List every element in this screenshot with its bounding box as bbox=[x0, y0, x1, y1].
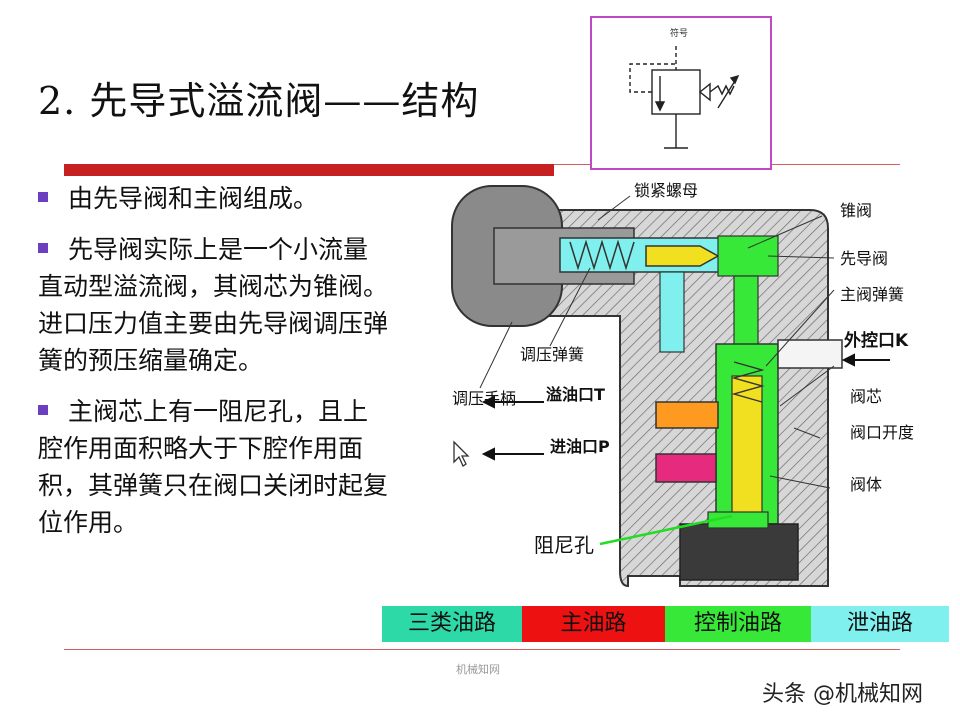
cone-valve bbox=[645, 245, 720, 267]
symbol-label: 符号 bbox=[670, 29, 689, 39]
label-orifice: 阻尼孔 bbox=[534, 533, 594, 557]
bullet-item: 主阀芯上有一阻尼孔，且上腔作用面积略大于下腔作用面积，其弹簧只在阀口关闭时起复位… bbox=[38, 393, 390, 541]
bullet-square-icon bbox=[38, 243, 48, 253]
bullet-square-icon bbox=[38, 192, 48, 202]
legend-item-control: 控制油路 bbox=[665, 606, 811, 642]
overflow-port bbox=[655, 401, 719, 429]
bullet-item: 先导阀实际上是一个小流量直动型溢流阀，其阀芯为锥阀。进口压力值主要由先导阀调压弹… bbox=[38, 231, 390, 379]
bullet-square-icon bbox=[38, 405, 48, 415]
legend-item-drain: 泄油路 bbox=[811, 606, 949, 642]
label-body: 阀体 bbox=[850, 475, 882, 494]
oil-path-legend: 三类油路 主油路 控制油路 泄油路 bbox=[382, 606, 949, 642]
label-main-spring: 主阀弹簧 bbox=[840, 285, 904, 304]
bullet-text: 主阀芯上有一阻尼孔，且上腔作用面积略大于下腔作用面积，其弹簧只在阀口关闭时起复位… bbox=[38, 397, 389, 537]
label-inlet: 进油口P bbox=[550, 437, 610, 456]
adjusting-spring bbox=[569, 239, 635, 271]
valve-cross-section-diagram: 锁紧螺母 锥阀 先导阀 主阀弹簧 外控口K 阀芯 阀口开度 阀体 调压弹簧 调压… bbox=[451, 181, 914, 588]
valve-symbol-panel: 符号 bbox=[590, 16, 772, 170]
bullet-list: 由先导阀和主阀组成。 先导阀实际上是一个小流量直动型溢流阀，其阀芯为锥阀。进口压… bbox=[38, 180, 390, 555]
label-cone-valve: 锥阀 bbox=[840, 201, 872, 220]
bullet-text: 由先导阀和主阀组成。 bbox=[68, 184, 319, 213]
legend-item-type3: 三类油路 bbox=[382, 606, 522, 642]
source-credit: 头条 @机械知网 bbox=[762, 682, 923, 707]
label-ext-port: 外控口K bbox=[844, 330, 909, 351]
label-spool: 阀芯 bbox=[850, 387, 882, 406]
watermark-text: 机械知网 bbox=[456, 663, 500, 676]
relief-valve-symbol bbox=[629, 46, 740, 149]
label-opening: 阀口开度 bbox=[850, 423, 914, 442]
mouse-cursor-icon bbox=[453, 440, 470, 467]
slide-title: 2. 先导式溢流阀——结构 bbox=[38, 79, 480, 123]
label-pilot-valve: 先导阀 bbox=[840, 249, 888, 268]
footer-divider bbox=[64, 649, 900, 650]
label-adj-spring: 调压弹簧 bbox=[520, 345, 584, 364]
main-spring bbox=[731, 361, 765, 403]
legend-item-main: 主油路 bbox=[522, 606, 665, 642]
bullet-text: 先导阀实际上是一个小流量直动型溢流阀，其阀芯为锥阀。进口压力值主要由先导阀调压弹… bbox=[38, 235, 389, 375]
bullet-item: 由先导阀和主阀组成。 bbox=[38, 180, 390, 217]
inlet-port bbox=[655, 453, 717, 483]
label-handle: 调压手柄 bbox=[452, 389, 516, 408]
label-overflow: 溢油口T bbox=[546, 385, 605, 404]
label-lock-nut: 锁紧螺母 bbox=[634, 181, 698, 200]
title-accent-bar bbox=[64, 164, 554, 176]
